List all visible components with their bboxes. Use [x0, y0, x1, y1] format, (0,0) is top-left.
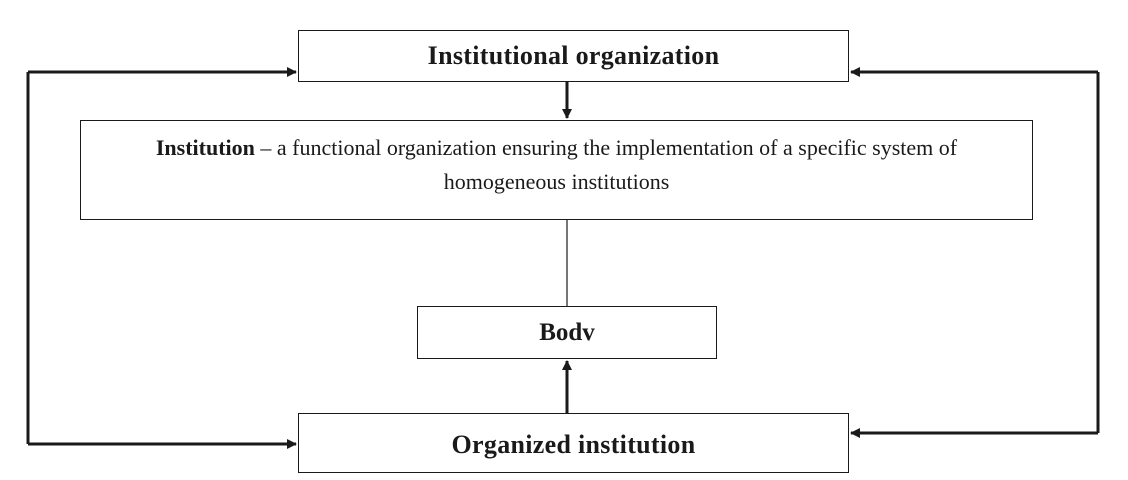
body-label: Bodv: [539, 318, 595, 346]
institutional-organization-box: Institutional organization: [298, 30, 849, 82]
institution-definition-text: Institution – a functional organization …: [111, 131, 1002, 199]
institution-definition: – a functional organization ensuring the…: [254, 135, 958, 194]
institution-term: Institution: [155, 135, 255, 160]
body-box: Bodv: [417, 306, 717, 359]
institution-definition-box: Institution – a functional organization …: [80, 120, 1033, 220]
institutional-organization-label: Institutional organization: [427, 41, 720, 70]
organized-institution-box: Organized institution: [298, 413, 849, 473]
organized-institution-label: Organized institution: [451, 430, 696, 459]
